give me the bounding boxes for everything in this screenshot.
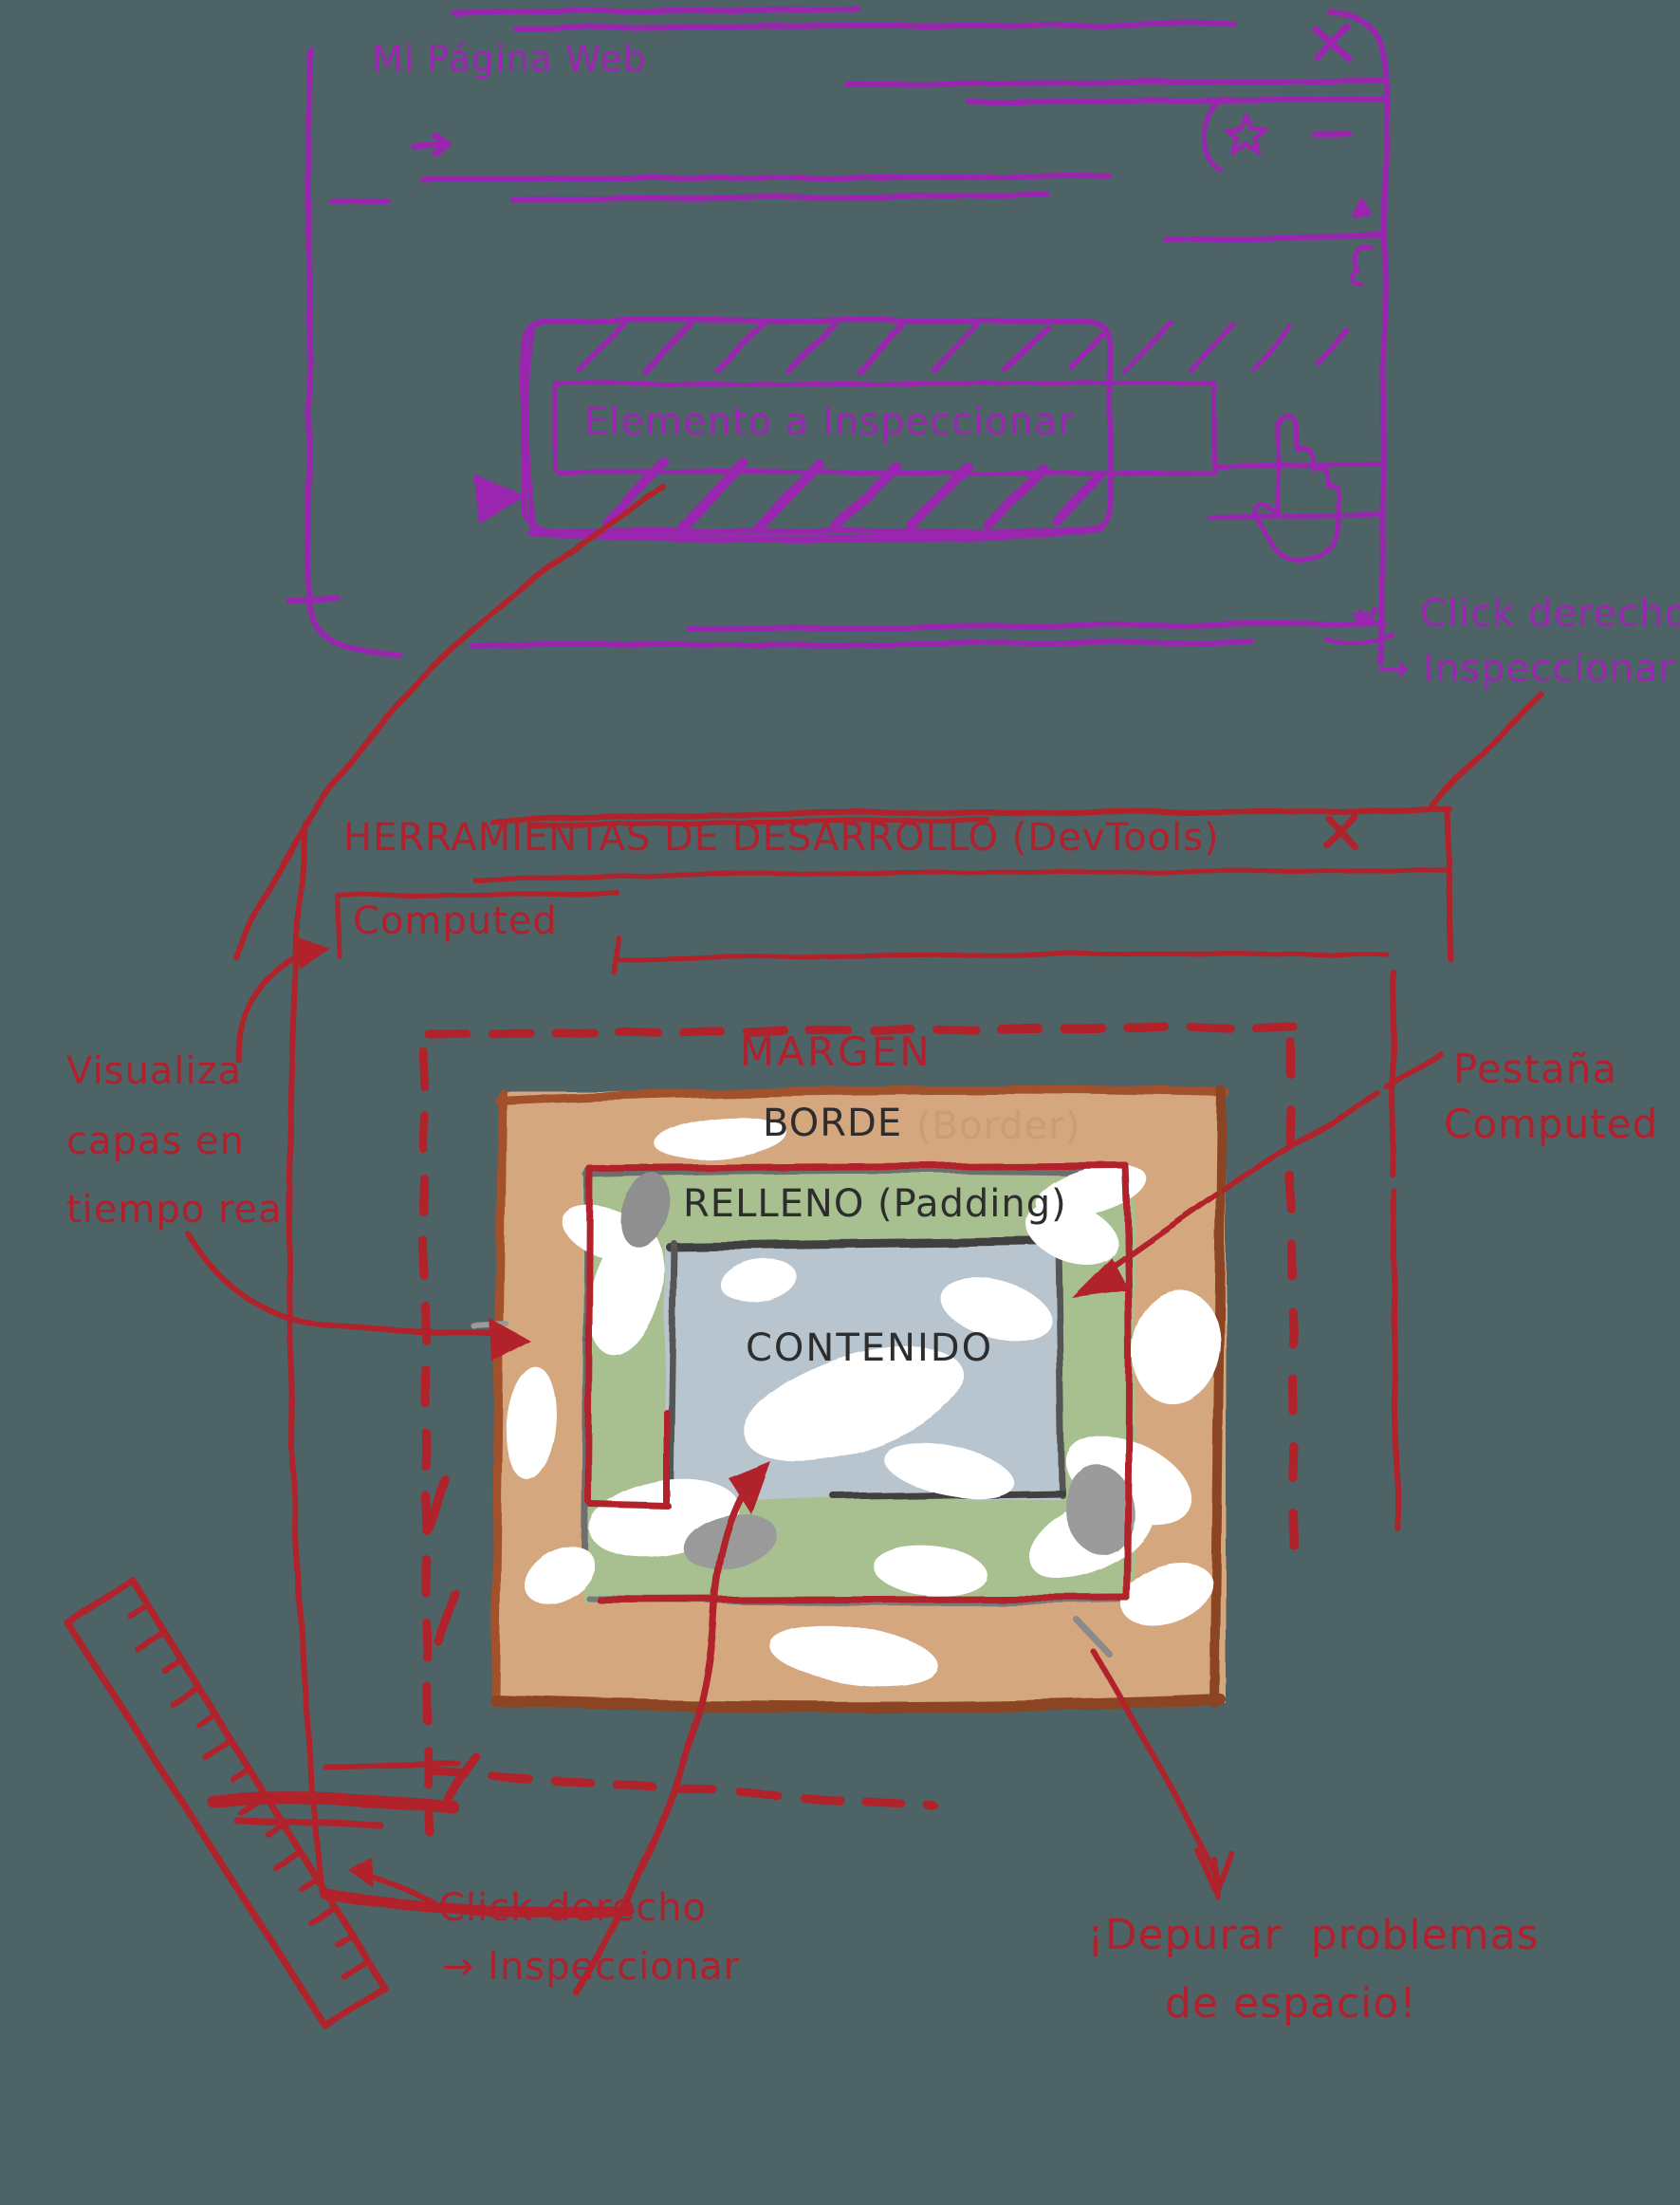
computed-note-line1: Pestaña — [1453, 1046, 1618, 1092]
star-icon[interactable] — [1200, 96, 1268, 174]
computed-note-line2: Computed — [1444, 1101, 1659, 1147]
purple-note-line1: Click derecho — [1420, 592, 1680, 636]
padding-label: RELLENO (Padding) — [683, 1182, 1067, 1226]
inspect-note-line1: Click derecho — [438, 1886, 708, 1930]
devtools-close-icon[interactable] — [1322, 812, 1358, 850]
element-label[interactable]: Elemento a Inspeccionar — [584, 400, 1075, 444]
connector-curves — [232, 485, 1544, 1062]
computed-tab-arrow — [1099, 1050, 1443, 1276]
content-arrow — [573, 1467, 761, 1996]
layers-note-line2: capas en — [66, 1120, 245, 1163]
back-icon[interactable] — [410, 132, 452, 158]
hand-cursor-icon — [1252, 414, 1342, 562]
computed-tab-arrowhead — [1072, 1258, 1129, 1298]
selection-triangle — [472, 472, 525, 525]
purple-note-marks — [1323, 606, 1395, 646]
margin-dashed-box — [418, 1022, 1306, 1836]
debug-note-line1: ¡Depurar problemas — [1087, 1911, 1540, 1959]
debug-arrow — [1074, 1617, 1235, 1900]
layers-note-line3: tiempo real — [66, 1188, 294, 1232]
browser-minimize-icon[interactable] — [1312, 129, 1350, 138]
inspect-note-line2: → Inspeccionar — [442, 1945, 741, 1989]
computed-arrowhead — [294, 937, 330, 970]
computed-tab[interactable] — [335, 889, 1390, 976]
layers-arrowhead — [489, 1319, 531, 1362]
browser-title: Mi Página Web — [372, 38, 647, 80]
layers-arrow — [185, 1231, 509, 1337]
element-box[interactable] — [520, 318, 1386, 544]
computed-tab-label[interactable]: Computed — [353, 899, 558, 943]
purple-note-line2: → Inspeccionar — [1377, 647, 1676, 691]
border-ghost-label: (Border) — [916, 1104, 1081, 1148]
layers-note-line1: Visualiza — [66, 1049, 243, 1093]
padding-highlight-rect — [584, 1161, 1133, 1603]
debug-note-line2: de espacio! — [1165, 1979, 1417, 2028]
ruler-arrowhead — [349, 1858, 374, 1888]
devtools-title: HERRAMIENTAS DE DESARROLLO (DevTools) — [343, 816, 1220, 860]
browser-window-frame — [286, 6, 1390, 667]
margin-label: MARGEN — [740, 1028, 932, 1075]
scrollbar-marks — [1348, 198, 1375, 286]
content-label: CONTENIDO — [746, 1326, 994, 1370]
paper-texture — [506, 1117, 1221, 1687]
ruler-icon — [64, 1575, 389, 2030]
border-label: BORDE — [763, 1102, 903, 1145]
devtools-window-frame — [207, 806, 1454, 1918]
content-arrowhead — [729, 1461, 770, 1514]
browser-close-icon[interactable] — [1311, 23, 1353, 63]
